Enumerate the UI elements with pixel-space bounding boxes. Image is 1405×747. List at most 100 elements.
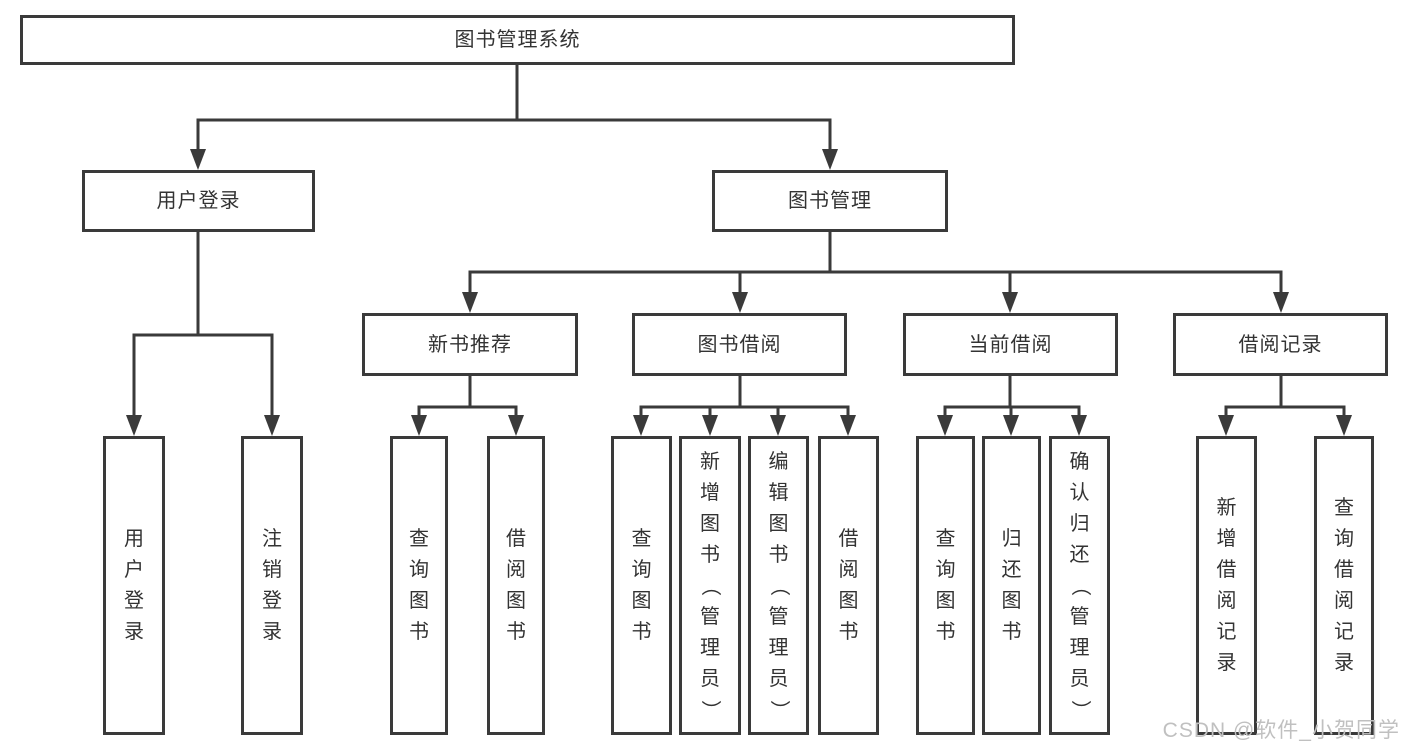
vertical-char: 管 [700, 605, 720, 628]
arrowhead-down-icon [1071, 415, 1087, 436]
vertical-char: 书 [768, 543, 789, 566]
vertical-char: （ [1068, 575, 1091, 596]
vertical-char: 阅 [506, 559, 526, 581]
watermark: CSDN @软件_小贺同学 [1162, 719, 1400, 742]
arrowhead-down-icon [702, 415, 718, 436]
vertical-char: 用 [124, 528, 144, 550]
vertical-char: 书 [838, 621, 859, 643]
vertical-char: 归 [1069, 512, 1090, 535]
vertical-char: 归 [1001, 528, 1022, 550]
node-leaf-add-borrow-record: 新增借阅记录 [1196, 436, 1257, 735]
arrowhead-down-icon [1336, 415, 1352, 436]
vertical-char: 图 [1001, 590, 1022, 612]
vertical-char: 录 [124, 621, 144, 643]
vertical-char: 书 [1001, 621, 1022, 643]
arrowhead-down-icon [732, 292, 748, 313]
arrowhead-down-icon [462, 292, 478, 313]
vertical-char: 记 [1334, 621, 1354, 643]
vertical-char: ） [1068, 699, 1091, 720]
node-leaf-query-books-1: 查询图书 [390, 436, 448, 735]
arrowhead-down-icon [840, 415, 856, 436]
vertical-char: 借 [506, 528, 526, 550]
vertical-char: 增 [1216, 528, 1237, 550]
vertical-char: 增 [700, 481, 720, 504]
vertical-char: 还 [1069, 543, 1090, 566]
vertical-char: 员 [768, 667, 789, 690]
arrowhead-down-icon [264, 415, 280, 436]
vertical-char: 书 [631, 621, 652, 643]
vertical-char: 查 [409, 528, 429, 550]
vertical-char: 编 [768, 450, 789, 473]
vertical-char: 借 [1216, 559, 1237, 581]
vertical-char: 询 [631, 559, 652, 581]
node-leaf-query-books-3: 查询图书 [916, 436, 975, 735]
vertical-char: 新 [700, 450, 720, 473]
vertical-char: 新 [1216, 497, 1237, 519]
vertical-char: 查 [935, 528, 956, 550]
node-book-management: 图书管理 [712, 170, 948, 232]
node-current-borrowing: 当前借阅 [903, 313, 1118, 376]
vertical-char: 阅 [838, 559, 859, 581]
arrowhead-down-icon [937, 415, 953, 436]
vertical-char: 管 [1069, 605, 1090, 628]
node-borrowing-records: 借阅记录 [1173, 313, 1388, 376]
vertical-char: 录 [1334, 652, 1354, 674]
vertical-char: 借 [1334, 559, 1354, 581]
vertical-char: 书 [506, 621, 526, 643]
vertical-char: 书 [700, 543, 720, 566]
vertical-char: 图 [768, 512, 789, 535]
vertical-char: （ [767, 575, 790, 596]
vertical-char: 员 [700, 667, 720, 690]
vertical-char: 理 [700, 636, 720, 659]
vertical-char: 认 [1069, 481, 1090, 504]
vertical-char: 图 [700, 512, 720, 535]
arrowhead-down-icon [1002, 292, 1018, 313]
vertical-char: 理 [768, 636, 789, 659]
vertical-char: ） [767, 699, 790, 720]
node-leaf-logout: 注销登录 [241, 436, 303, 735]
arrowhead-down-icon [1273, 292, 1289, 313]
vertical-char: 确 [1069, 450, 1090, 473]
node-new-book-recommend: 新书推荐 [362, 313, 578, 376]
node-user-login: 用户登录 [82, 170, 315, 232]
vertical-char: 询 [409, 559, 429, 581]
vertical-char: 销 [262, 559, 282, 581]
vertical-char: 员 [1069, 667, 1090, 690]
vertical-char: 记 [1216, 621, 1237, 643]
vertical-char: 阅 [1216, 590, 1237, 612]
node-leaf-return-books: 归还图书 [982, 436, 1041, 735]
node-leaf-query-borrow-record: 查询借阅记录 [1314, 436, 1374, 735]
node-leaf-borrow-books-2: 借阅图书 [818, 436, 879, 735]
vertical-char: 登 [262, 590, 282, 612]
vertical-char: 录 [1216, 652, 1237, 674]
vertical-char: 辑 [768, 481, 789, 504]
node-book-borrowing: 图书借阅 [632, 313, 847, 376]
vertical-char: 录 [262, 621, 282, 643]
node-leaf-add-books: 新增图书 （ 管理员 ） [679, 436, 741, 735]
node-leaf-edit-books: 编辑图书（管理员） [748, 436, 809, 735]
vertical-char: 户 [124, 559, 144, 581]
vertical-char: 理 [1069, 636, 1090, 659]
arrowhead-down-icon [411, 415, 427, 436]
vertical-char: 图 [838, 590, 859, 612]
vertical-char: 注 [262, 528, 282, 550]
arrowhead-down-icon [1218, 415, 1234, 436]
vertical-char: 图 [935, 590, 956, 612]
node-leaf-query-books-2: 查询图书 [611, 436, 672, 735]
vertical-char: 还 [1001, 559, 1022, 581]
arrowhead-down-icon [126, 415, 142, 436]
arrowhead-down-icon [633, 415, 649, 436]
arrowhead-down-icon [1003, 415, 1019, 436]
arrowhead-down-icon [508, 415, 524, 436]
vertical-char: 图 [506, 590, 526, 612]
vertical-char: 询 [1334, 528, 1354, 550]
vertical-char: 登 [124, 590, 144, 612]
node-leaf-user-login: 用户登录 [103, 436, 165, 735]
node-leaf-confirm-return: 确认归还 （ 管理员 ） [1049, 436, 1110, 735]
vertical-char: （ [699, 575, 721, 596]
vertical-char: ） [699, 699, 721, 720]
vertical-char: 图 [631, 590, 652, 612]
vertical-char: 阅 [1334, 590, 1354, 612]
vertical-char: 书 [935, 621, 956, 643]
